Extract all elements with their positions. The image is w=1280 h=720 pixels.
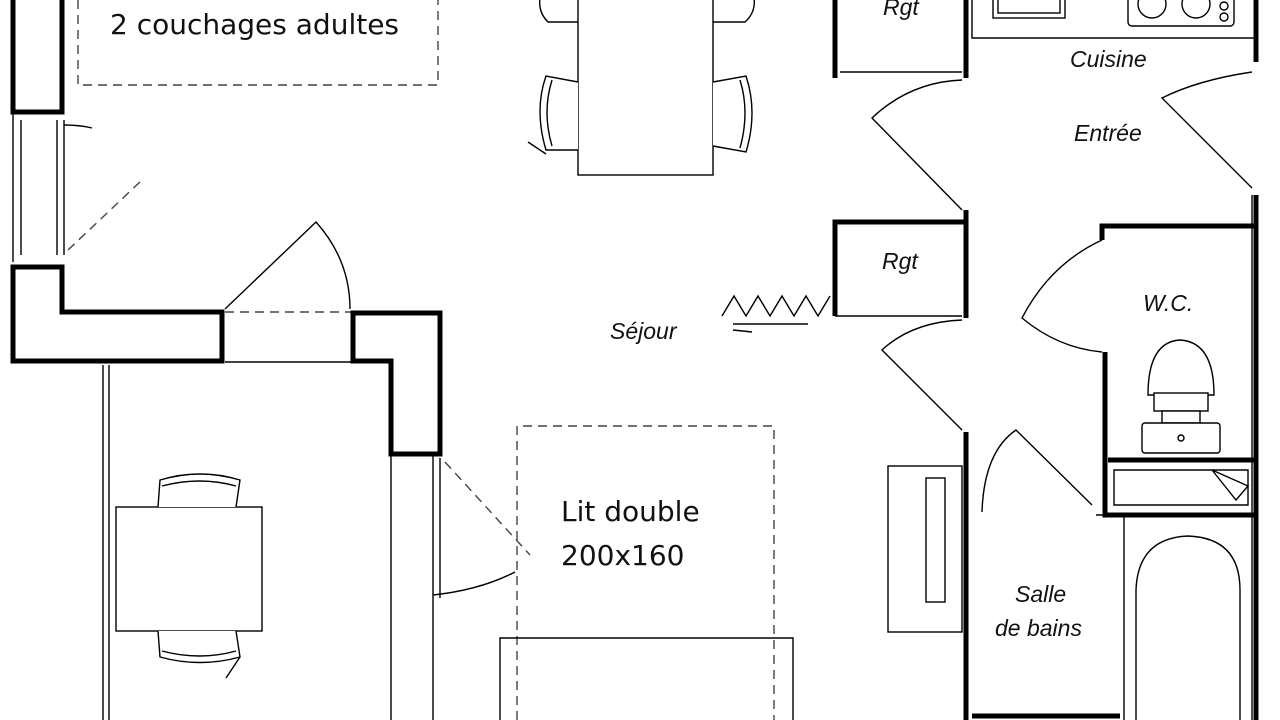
bathroom-label-2: de bains bbox=[995, 615, 1082, 641]
wc-walls bbox=[1021, 223, 1254, 518]
entrance-label: Entrée bbox=[1074, 120, 1142, 146]
living-room-label: Séjour bbox=[610, 318, 678, 344]
kitchen-label: Cuisine bbox=[1070, 46, 1147, 72]
double-bed-label-1: Lit double bbox=[561, 495, 700, 528]
kitchen-counter bbox=[971, 0, 1259, 62]
storage-mid bbox=[832, 219, 969, 318]
toilet bbox=[1141, 339, 1221, 454]
sleeping-area-top bbox=[77, 0, 439, 86]
center-wall bbox=[350, 310, 443, 457]
wc-label: W.C. bbox=[1143, 290, 1193, 316]
storage-mid-label: Rgt bbox=[882, 248, 919, 274]
bedroom-door bbox=[224, 220, 390, 363]
storage-top bbox=[832, 0, 969, 78]
dining-table bbox=[527, 0, 755, 176]
bathroom-walls bbox=[963, 429, 1125, 720]
double-bed-label-2: 200x160 bbox=[561, 539, 684, 572]
double-bed bbox=[499, 425, 794, 720]
storage-top-label: Rgt bbox=[883, 0, 920, 20]
bathtub bbox=[1135, 535, 1241, 720]
radiator bbox=[721, 294, 831, 333]
left-wall-block bbox=[10, 0, 225, 364]
living-door bbox=[880, 319, 963, 431]
bedroom-walls bbox=[102, 365, 531, 720]
bathroom-label-1: Salle bbox=[1015, 581, 1066, 607]
bathroom-sink bbox=[887, 465, 963, 633]
sleeping-note: 2 couchages adultes bbox=[110, 8, 399, 41]
bedroom-table bbox=[115, 473, 263, 679]
